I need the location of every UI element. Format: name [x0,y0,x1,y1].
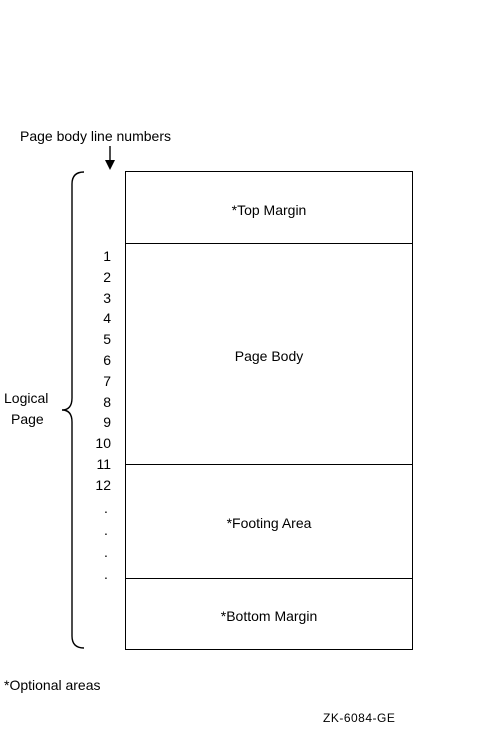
continuation-dot: . [104,500,108,516]
line-number: 3 [103,290,111,306]
bottom-margin-label: *Bottom Margin [220,608,318,624]
page-body-divider [126,464,412,465]
line-number: 1 [103,248,111,264]
line-numbers-label: Page body line numbers [20,128,171,144]
line-number: 6 [103,352,111,368]
line-number: 8 [103,394,111,410]
down-arrow-icon [105,146,115,170]
logical-page-brace [61,171,85,649]
logical-page-box: *Top Margin Page Body *Footing Area *Bot… [125,171,413,650]
page-body-label: Page Body [234,348,304,364]
figure-id: ZK-6084-GE [323,711,396,725]
top-margin-divider [126,243,412,244]
continuation-dot: . [104,566,108,582]
continuation-dot: . [104,522,108,538]
continuation-dot: . [104,544,108,560]
line-number: 4 [103,310,111,326]
footing-area-divider [126,578,412,579]
line-number: 9 [103,414,111,430]
line-number: 12 [95,477,111,493]
line-number: 11 [96,456,111,472]
line-number: 10 [95,435,111,451]
line-number: 5 [103,331,111,347]
line-number: 2 [103,269,111,285]
logical-page-label-line2: Page [11,411,44,427]
line-number: 7 [103,373,111,389]
footing-area-label: *Footing Area [226,515,312,531]
optional-areas-note: *Optional areas [4,677,101,693]
top-margin-label: *Top Margin [231,202,307,218]
logical-page-label-line1: Logical [4,390,49,406]
